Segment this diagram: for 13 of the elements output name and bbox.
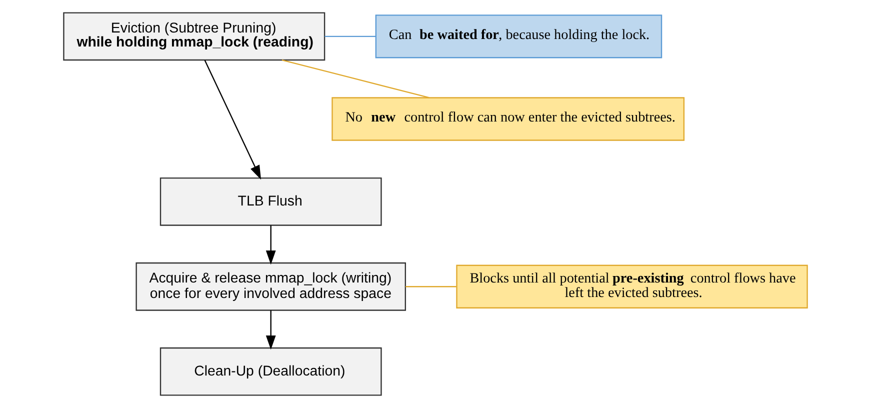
node-box: Eviction (Subtree Pruning) while holding mmap_lock (reading): [63, 12, 326, 61]
node-box: Clean-Up (Deallocation): [160, 347, 382, 396]
node-box: Acquire & release mmap_lock (writing) once for every involved address space: [136, 262, 406, 311]
node-box: Can be waited for, because holding the lock.: [375, 14, 662, 58]
connector: [406, 286, 456, 288]
arrow: [266, 310, 276, 350]
connector: [282, 59, 430, 98]
node-box: No new control flow can now enter the evicted subtrees.: [332, 97, 685, 141]
connector: [324, 36, 376, 37]
node-box: TLB Flush: [160, 177, 382, 226]
node-box: Blocks until all potential pre-existing control flows have left the evicted subtrees.: [456, 264, 808, 308]
arrow: [266, 225, 276, 265]
arrow: [204, 60, 262, 180]
